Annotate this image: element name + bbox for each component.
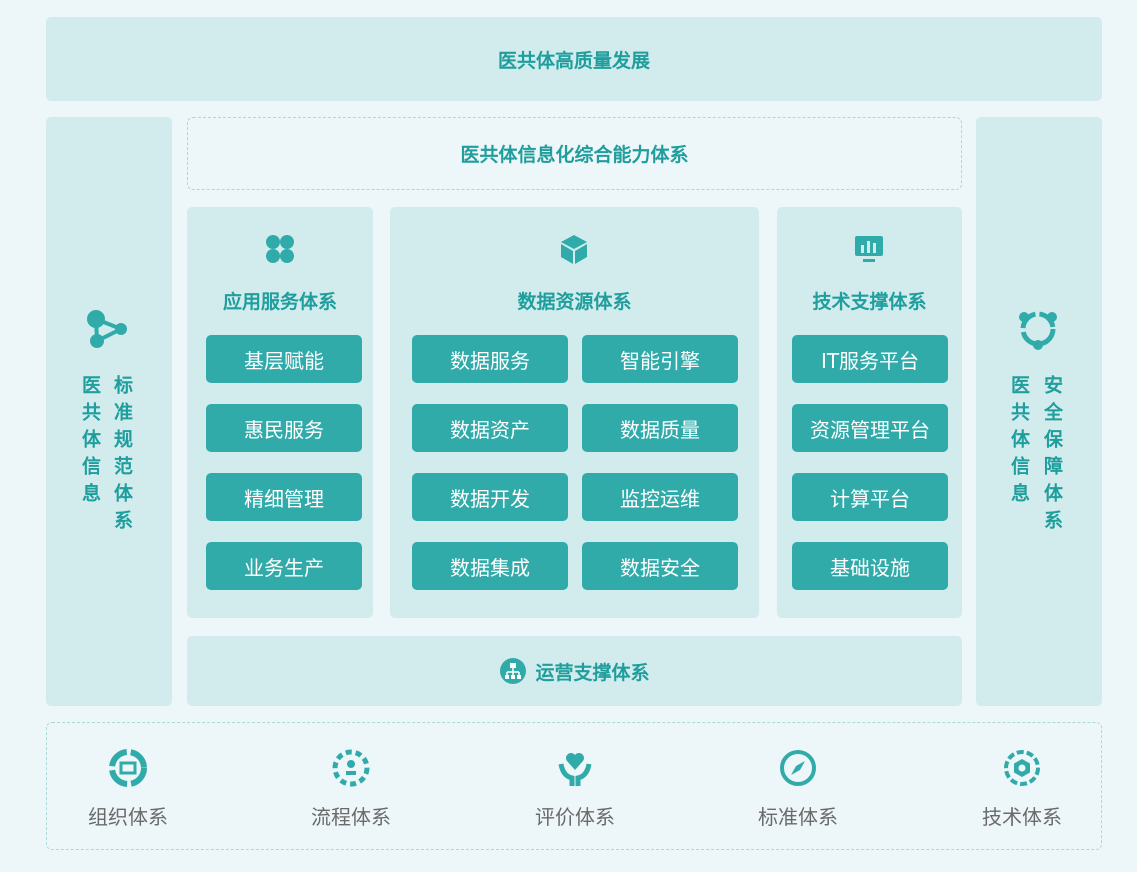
data-resource-panel: 数据资源体系 数据服务 数据资产 数据开发 数据集成 智能引擎 数据质量 监控运… [390, 207, 759, 618]
top-banner: 医共体高质量发展 [46, 17, 1102, 101]
left-column-text-2: 标准规范体系 [111, 375, 133, 537]
data-item-assets[interactable]: 数据资产 [412, 404, 568, 452]
process-icon [332, 749, 370, 787]
data-item-security[interactable]: 数据安全 [582, 542, 738, 590]
operations-bar: 运营支撑体系 [187, 636, 962, 706]
data-item-ai-engine[interactable]: 智能引擎 [582, 335, 738, 383]
share-nodes-icon [87, 310, 127, 348]
app-item-grassroots[interactable]: 基层赋能 [206, 335, 362, 383]
monitor-chart-icon [855, 236, 883, 262]
tech-item-computing[interactable]: 计算平台 [792, 473, 948, 521]
left-column-text-1: 医共体信息 [79, 375, 101, 510]
right-column-text-2: 安全保障体系 [1041, 375, 1063, 537]
app-service-title: 应用服务体系 [222, 291, 337, 313]
compass-icon [780, 750, 816, 786]
tech-support-panel: 技术支撑体系 IT服务平台 资源管理平台 计算平台 基础设施 [777, 207, 962, 618]
right-column-text-1: 医共体信息 [1008, 375, 1030, 510]
data-item-integration[interactable]: 数据集成 [412, 542, 568, 590]
app-item-public-service[interactable]: 惠民服务 [206, 404, 362, 452]
app-item-business-production[interactable]: 业务生产 [206, 542, 362, 590]
cube-icon [561, 235, 587, 264]
org-chart-icon [500, 658, 527, 684]
bottom-systems-box: 组织体系 流程体系 评价体系 标准体系 技术体系 [46, 722, 1102, 850]
data-item-service[interactable]: 数据服务 [412, 335, 568, 383]
left-column: 医共体信息 标准规范体系 [46, 117, 172, 706]
data-resource-title: 数据资源体系 [517, 291, 632, 313]
cycle-shield-icon [1019, 311, 1057, 350]
capability-title: 医共体信息化综合能力体系 [460, 144, 689, 166]
capability-box: 医共体信息化综合能力体系 [187, 117, 962, 190]
app-service-panel: 应用服务体系 基层赋能 惠民服务 精细管理 业务生产 [187, 207, 373, 618]
clover-icon [266, 235, 294, 263]
tech-item-it-service[interactable]: IT服务平台 [792, 335, 948, 383]
bottom-label: 流程体系 [311, 805, 391, 829]
bottom-label: 技术体系 [982, 805, 1062, 829]
tech-item-infrastructure[interactable]: 基础设施 [792, 542, 948, 590]
organization-icon [109, 749, 147, 787]
right-column: 医共体信息 安全保障体系 [976, 117, 1102, 706]
tech-item-resource-management[interactable]: 资源管理平台 [792, 404, 948, 452]
bottom-label: 组织体系 [88, 805, 168, 829]
data-item-monitoring[interactable]: 监控运维 [582, 473, 738, 521]
heart-hands-icon [558, 753, 592, 786]
bottom-label: 评价体系 [535, 805, 615, 829]
data-item-development[interactable]: 数据开发 [412, 473, 568, 521]
operations-title: 运营支撑体系 [535, 661, 650, 684]
top-banner-title: 医共体高质量发展 [497, 49, 650, 72]
tech-support-title: 技术支撑体系 [812, 291, 927, 313]
app-item-fine-management[interactable]: 精细管理 [206, 473, 362, 521]
bottom-label: 标准体系 [758, 805, 838, 829]
data-item-quality[interactable]: 数据质量 [582, 404, 738, 452]
hexagon-gear-icon [1004, 750, 1040, 786]
